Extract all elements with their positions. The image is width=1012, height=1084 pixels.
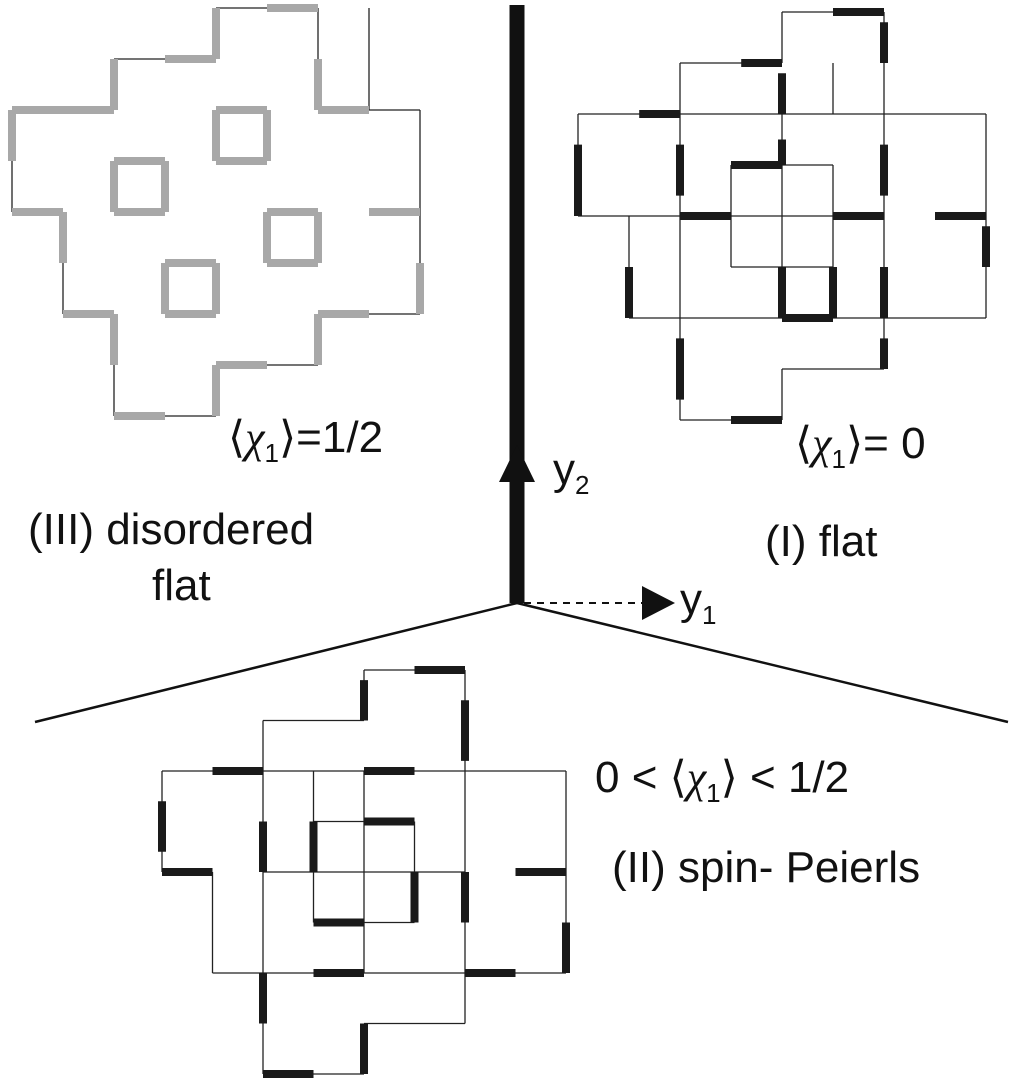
angle-open: ⟨: [228, 413, 246, 462]
chi-symbol: χ: [812, 419, 832, 468]
chi-symbol: χ: [245, 413, 265, 462]
chi-subscript: 1: [706, 778, 721, 808]
chi-subscript: 1: [264, 438, 279, 468]
phase-I-order-value: = 0: [863, 419, 926, 468]
phase-III-order-value: =1/2: [296, 413, 384, 462]
y2-arrowhead: [499, 445, 535, 482]
lattice-I-flat: [574, 8, 990, 424]
y1-subscript: 1: [702, 600, 717, 630]
phase-III-order-parameter: ⟨χ1⟩=1/2: [228, 413, 384, 467]
y2-letter: y: [553, 445, 575, 494]
y1-letter: y: [680, 575, 702, 624]
phase-III-label-line1: (III) disordered: [28, 505, 315, 554]
angle-open: ⟨: [669, 753, 687, 802]
angle-open: ⟨: [795, 419, 813, 468]
y1-axis-label: y1: [680, 575, 716, 629]
phase-II-label: (II) spin- Peierls: [612, 843, 921, 892]
y2-axis-label: y2: [553, 445, 589, 499]
phase-II-order-value: < 1/2: [750, 753, 850, 802]
phase-II-order-prefix: 0 <: [595, 753, 658, 802]
angle-close: ⟩: [846, 419, 864, 468]
phase-I-order-parameter: ⟨χ1⟩= 0: [795, 419, 926, 473]
chi-symbol: χ: [686, 753, 707, 802]
boundary-III-II: [34, 601, 518, 724]
angle-close: ⟩: [279, 413, 297, 462]
y1-arrowhead: [642, 586, 675, 620]
phase-II-order-parameter: 0 < ⟨χ1⟩ < 1/2: [595, 753, 850, 807]
chi-subscript: 1: [831, 444, 846, 474]
y2-subscript: 2: [575, 470, 590, 500]
boundary-I-II: [516, 601, 1009, 724]
lattice-II-spin-peierls: [158, 666, 570, 1078]
phase-I-label: (I) flat: [765, 517, 878, 566]
lattice-III-disordered-flat: [8, 4, 424, 420]
phase-III-label-line2: flat: [152, 561, 211, 610]
angle-close: ⟩: [720, 753, 738, 802]
